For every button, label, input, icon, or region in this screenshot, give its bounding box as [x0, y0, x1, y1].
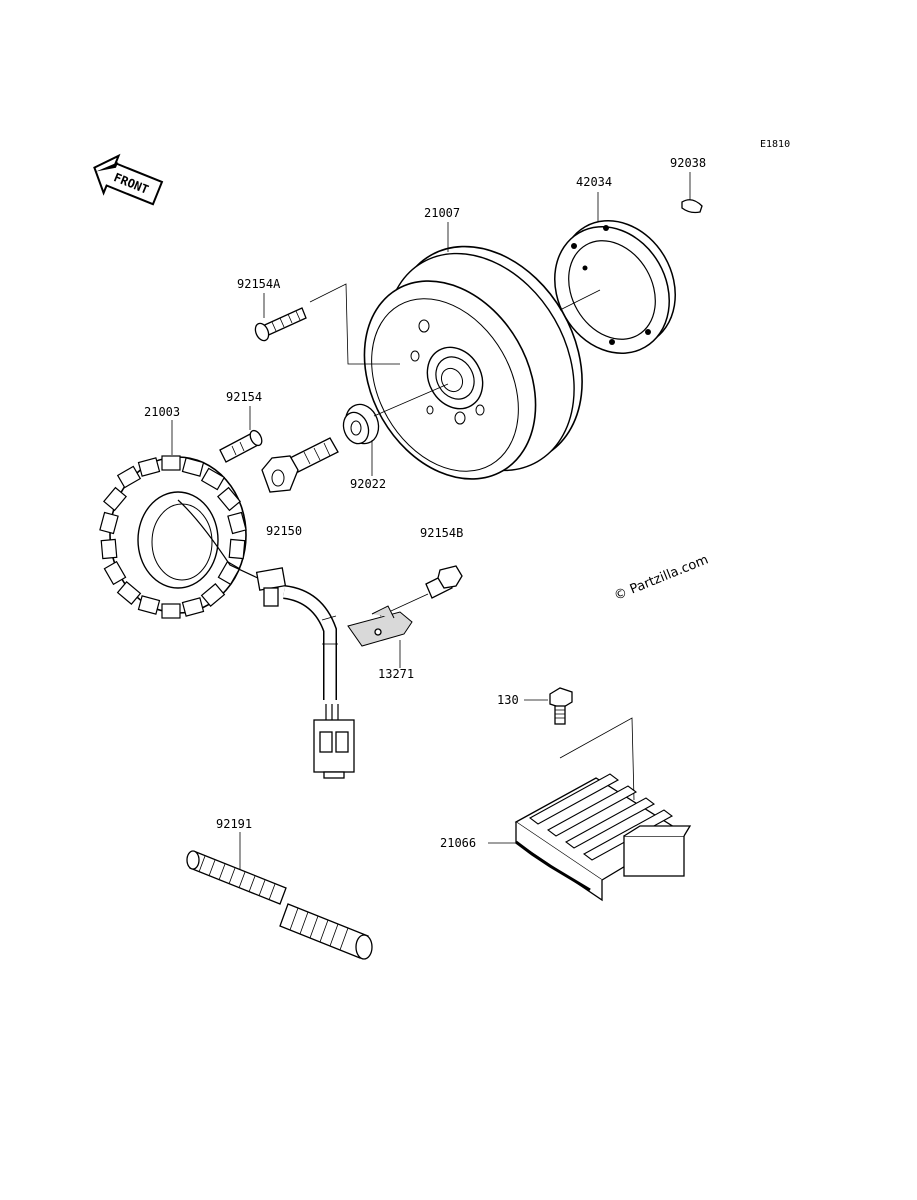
part-label-21066[interactable]: 21066 [440, 836, 476, 850]
part-92154B-bolt [425, 565, 463, 599]
part-rotor-bolt [261, 437, 339, 493]
part-21003-stator [99, 455, 263, 619]
part-21007-rotor [363, 245, 583, 480]
part-92022-washer [342, 403, 380, 445]
part-13271-plate [347, 605, 413, 647]
diagram-code: E1810 [760, 139, 790, 150]
part-label-92191[interactable]: 92191 [216, 817, 252, 831]
part-label-92022[interactable]: 92022 [350, 477, 386, 491]
part-label-42034[interactable]: 42034 [576, 175, 612, 189]
front-arrow-icon: FRONT [93, 153, 164, 206]
part-label-21003[interactable]: 21003 [144, 405, 180, 419]
part-21066-regulator [514, 717, 692, 902]
part-label-130[interactable]: 130 [497, 693, 519, 707]
part-92154A-bolt [254, 307, 307, 342]
part-label-92154[interactable]: 92154 [226, 390, 262, 404]
part-92154-bolt [219, 429, 263, 463]
part-label-92150[interactable]: 92150 [266, 524, 302, 538]
part-label-92154B[interactable]: 92154B [420, 526, 463, 540]
part-92038-key [681, 199, 703, 214]
part-label-21007[interactable]: 21007 [424, 206, 460, 220]
part-label-92038[interactable]: 92038 [670, 156, 706, 170]
part-label-13271[interactable]: 13271 [378, 667, 414, 681]
part-92191-tube [186, 850, 373, 960]
part-130-bolt [549, 687, 573, 725]
part-92150-harness [255, 567, 355, 779]
part-label-92154A[interactable]: 92154A [237, 277, 281, 291]
part-42034-clutch [554, 220, 676, 354]
